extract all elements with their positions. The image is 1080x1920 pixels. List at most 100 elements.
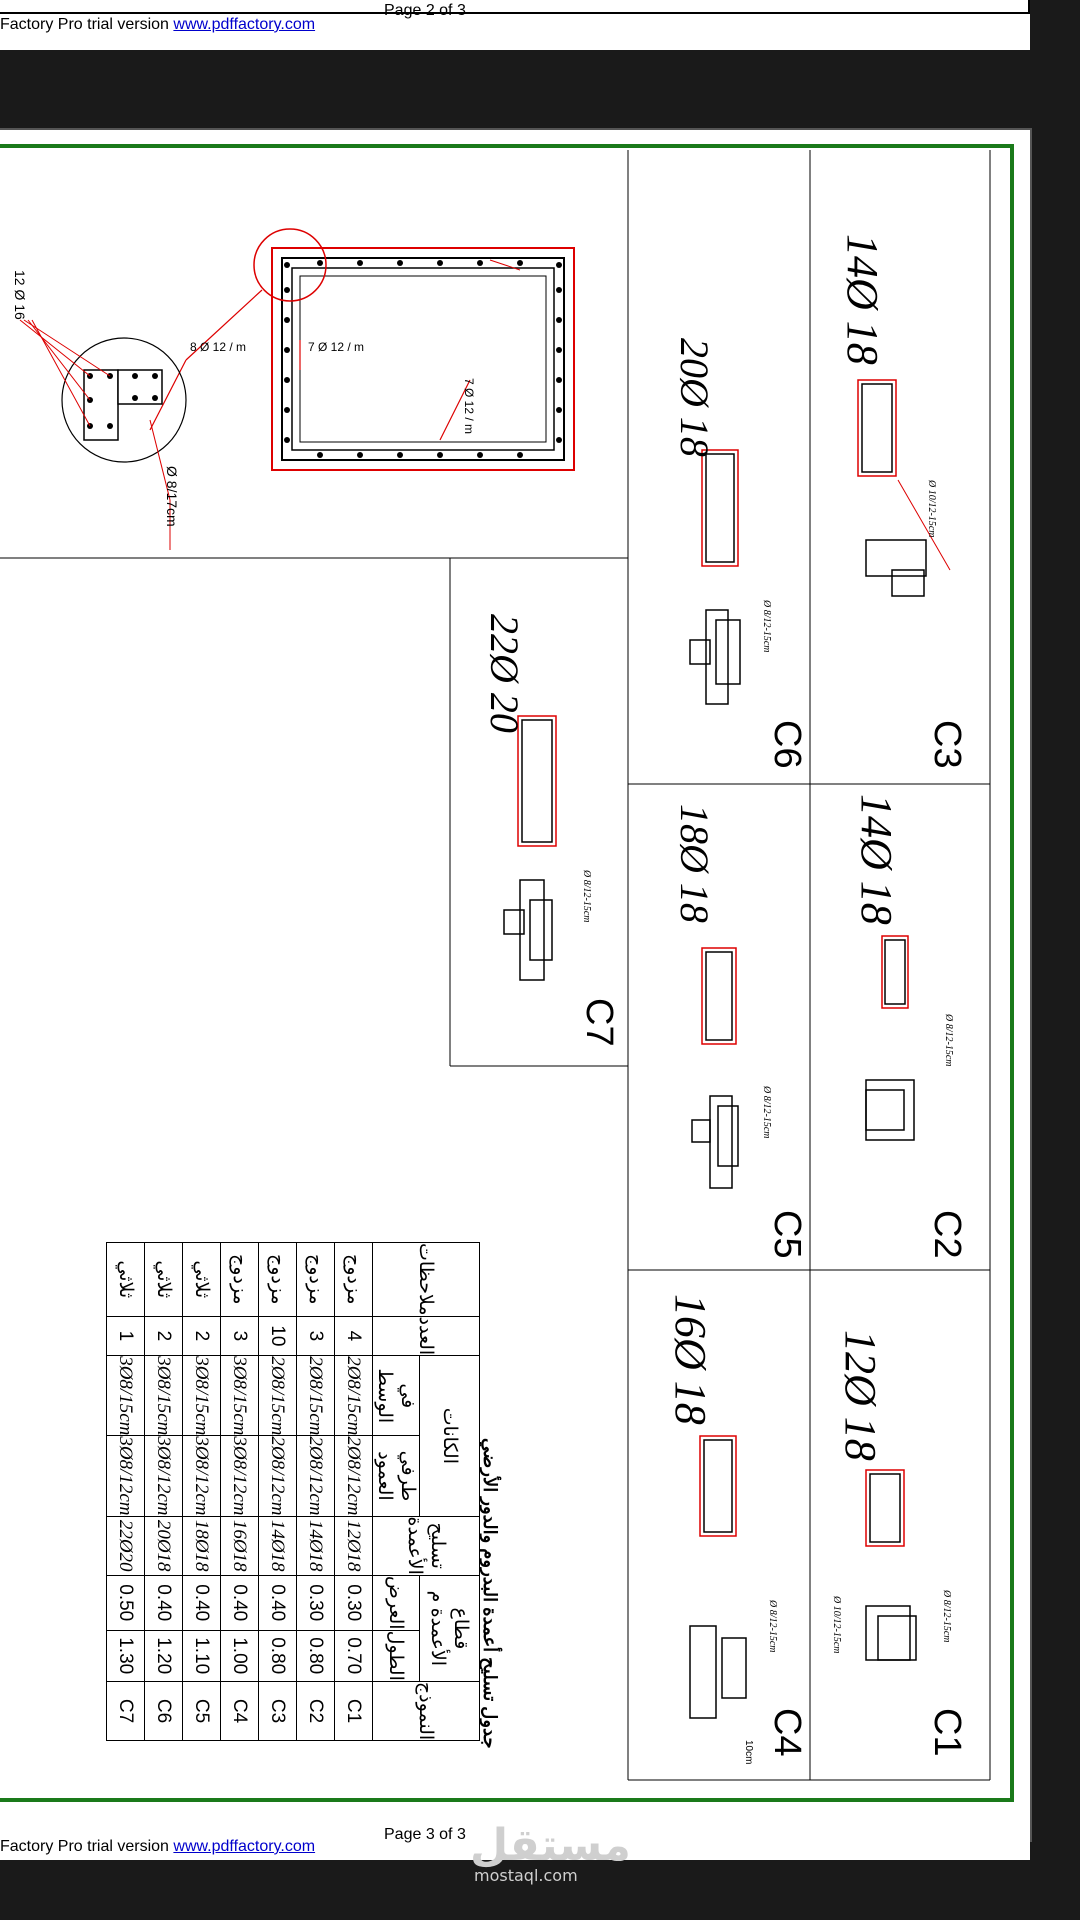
schedule-table: ملاحظات العدد الكانات تسليح الأعمدة قطاع…: [106, 1242, 480, 1741]
row-middle: 3Ø8/15cm: [220, 1355, 259, 1436]
core-corner-bars: 12 Ø 16: [12, 270, 28, 320]
row-width: 0.40: [144, 1575, 183, 1631]
row-notes: مزدوج: [220, 1242, 259, 1317]
row-type: C3: [258, 1681, 297, 1741]
grid-lines: [0, 150, 991, 1781]
row-length: 1.00: [220, 1630, 259, 1682]
row-length: 1.10: [182, 1630, 221, 1682]
table-row: مزدوج 3 3Ø8/15cm 3Ø8/12cm 16Ø18 0.40 1.0…: [220, 1242, 259, 1741]
hdr-section: قطاع الأعمدة م: [419, 1575, 480, 1682]
row-length: 1.20: [144, 1630, 183, 1682]
table-row: مزدوج 3 2Ø8/15cm 2Ø8/12cm 14Ø18 0.30 0.8…: [296, 1242, 335, 1741]
row-middle: 3Ø8/15cm: [144, 1355, 183, 1436]
mostaql-site: mostaql.com: [474, 1866, 578, 1885]
page-border: [0, 0, 1030, 14]
core-mesh-a: 8 Ø 12 / m: [190, 340, 247, 354]
row-rebar: 12Ø18: [334, 1516, 373, 1576]
c1-stir: Ø 8/12-15cm: [941, 1590, 952, 1643]
core-wall-plan: [149, 228, 575, 471]
hdr-notes: ملاحظات: [372, 1242, 480, 1317]
section-c6: [689, 449, 741, 705]
c4-label: C4: [766, 1708, 808, 1757]
hdr-stirrups: الكانات: [419, 1355, 480, 1517]
row-length: 0.80: [296, 1630, 335, 1682]
row-rebar: 20Ø18: [144, 1516, 183, 1576]
row-notes: مزدوج: [258, 1242, 297, 1317]
row-count: 2: [144, 1316, 183, 1356]
row-count: 3: [296, 1316, 335, 1356]
table-row: ثلاثي 2 3Ø8/15cm 3Ø8/12cm 20Ø18 0.40 1.2…: [144, 1242, 183, 1741]
c6-stir: Ø 8/12-15cm: [761, 600, 772, 653]
pdf-footer-bar: Factory Pro trial version www.pdffactory…: [0, 1838, 1030, 1860]
row-notes: مزدوج: [296, 1242, 335, 1317]
pdffactory-link[interactable]: www.pdffactory.com: [173, 1838, 316, 1855]
pdffactory-link[interactable]: www.pdffactory.com: [173, 16, 316, 33]
footer-prefix: Factory Pro trial version: [0, 16, 169, 33]
c4-note: 10cm: [743, 1740, 754, 1765]
row-rebar: 22Ø20: [106, 1516, 145, 1576]
row-rebar: 16Ø18: [220, 1516, 259, 1576]
row-count: 10: [258, 1316, 297, 1356]
row-ends: 3Ø8/12cm: [106, 1435, 145, 1517]
row-length: 1.30: [106, 1630, 145, 1682]
mostaql-logo: مستقل: [470, 1820, 631, 1871]
row-type: C4: [220, 1681, 259, 1741]
row-middle: 2Ø8/15cm: [334, 1355, 373, 1436]
pdf-footer: Factory Pro trial version www.pdffactory…: [0, 16, 315, 34]
row-middle: 3Ø8/15cm: [182, 1355, 221, 1436]
c3-bars: 14Ø 18: [838, 234, 887, 365]
table-row: ثلاثي 2 3Ø8/15cm 3Ø8/12cm 18Ø18 0.40 1.1…: [182, 1242, 221, 1741]
row-width: 0.40: [220, 1575, 259, 1631]
section-c1: [865, 1469, 917, 1661]
row-width: 0.40: [182, 1575, 221, 1631]
previous-page-strip: Factory Pro trial version www.pdffactory…: [0, 0, 1030, 50]
corner-detail: [19, 319, 187, 550]
row-ends: 2Ø8/12cm: [258, 1435, 297, 1517]
c2-bars: 14Ø 18: [852, 794, 901, 925]
row-notes: ثلاثي: [182, 1242, 221, 1317]
footer-prefix: Factory Pro trial version: [0, 1838, 169, 1855]
row-middle: 2Ø8/15cm: [258, 1355, 297, 1436]
section-c7: [503, 715, 557, 981]
c1-stir2: Ø 10/12-15cm: [831, 1596, 842, 1654]
column-sections: [503, 379, 951, 1719]
page-number-current: Page 3 of 3: [384, 1826, 466, 1843]
row-length: 0.70: [334, 1630, 373, 1682]
c7-label: C7: [578, 998, 620, 1047]
row-ends: 2Ø8/12cm: [296, 1435, 335, 1517]
row-length: 0.80: [258, 1630, 297, 1682]
c3-stir: Ø 10/12-15cm: [926, 480, 937, 538]
row-type: C6: [144, 1681, 183, 1741]
row-middle: 2Ø8/15cm: [296, 1355, 335, 1436]
row-ends: 3Ø8/12cm: [144, 1435, 183, 1517]
row-count: 4: [334, 1316, 373, 1356]
section-c3: [857, 379, 951, 597]
row-width: 0.30: [296, 1575, 335, 1631]
c6-label: C6: [766, 720, 808, 769]
row-middle: 3Ø8/15cm: [106, 1355, 145, 1436]
row-notes: مزدوج: [334, 1242, 373, 1317]
table-row: مزدوج 10 2Ø8/15cm 2Ø8/12cm 14Ø18 0.40 0.…: [258, 1242, 297, 1741]
section-c4: [689, 1435, 747, 1719]
row-ends: 3Ø8/12cm: [220, 1435, 259, 1517]
hdr-width: العرض: [372, 1575, 420, 1631]
c1-bars: 12Ø 18: [836, 1330, 885, 1461]
section-c5: [691, 947, 739, 1189]
row-width: 0.40: [258, 1575, 297, 1631]
row-count: 1: [106, 1316, 145, 1356]
row-type: C7: [106, 1681, 145, 1741]
row-width: 0.50: [106, 1575, 145, 1631]
c7-bars: 22Ø 20: [482, 614, 527, 733]
hdr-length: الطول: [372, 1630, 420, 1682]
drawing-page: 14Ø 18 C3 Ø 10/12-15cm 20Ø 18 C6 Ø 8/12-…: [0, 128, 1032, 1842]
row-type: C1: [334, 1681, 373, 1741]
row-ends: 2Ø8/12cm: [334, 1435, 373, 1517]
row-ends: 3Ø8/12cm: [182, 1435, 221, 1517]
c1-label: C1: [926, 1708, 968, 1757]
c7-stir: Ø 8/12-15cm: [581, 870, 592, 923]
row-notes: ثلاثي: [144, 1242, 183, 1317]
row-type: C5: [182, 1681, 221, 1741]
table-row: مزدوج 4 2Ø8/15cm 2Ø8/12cm 12Ø18 0.30 0.7…: [334, 1242, 373, 1741]
c3-label: C3: [926, 720, 968, 769]
table-row: ثلاثي 1 3Ø8/15cm 3Ø8/12cm 22Ø20 0.50 1.3…: [106, 1242, 145, 1741]
